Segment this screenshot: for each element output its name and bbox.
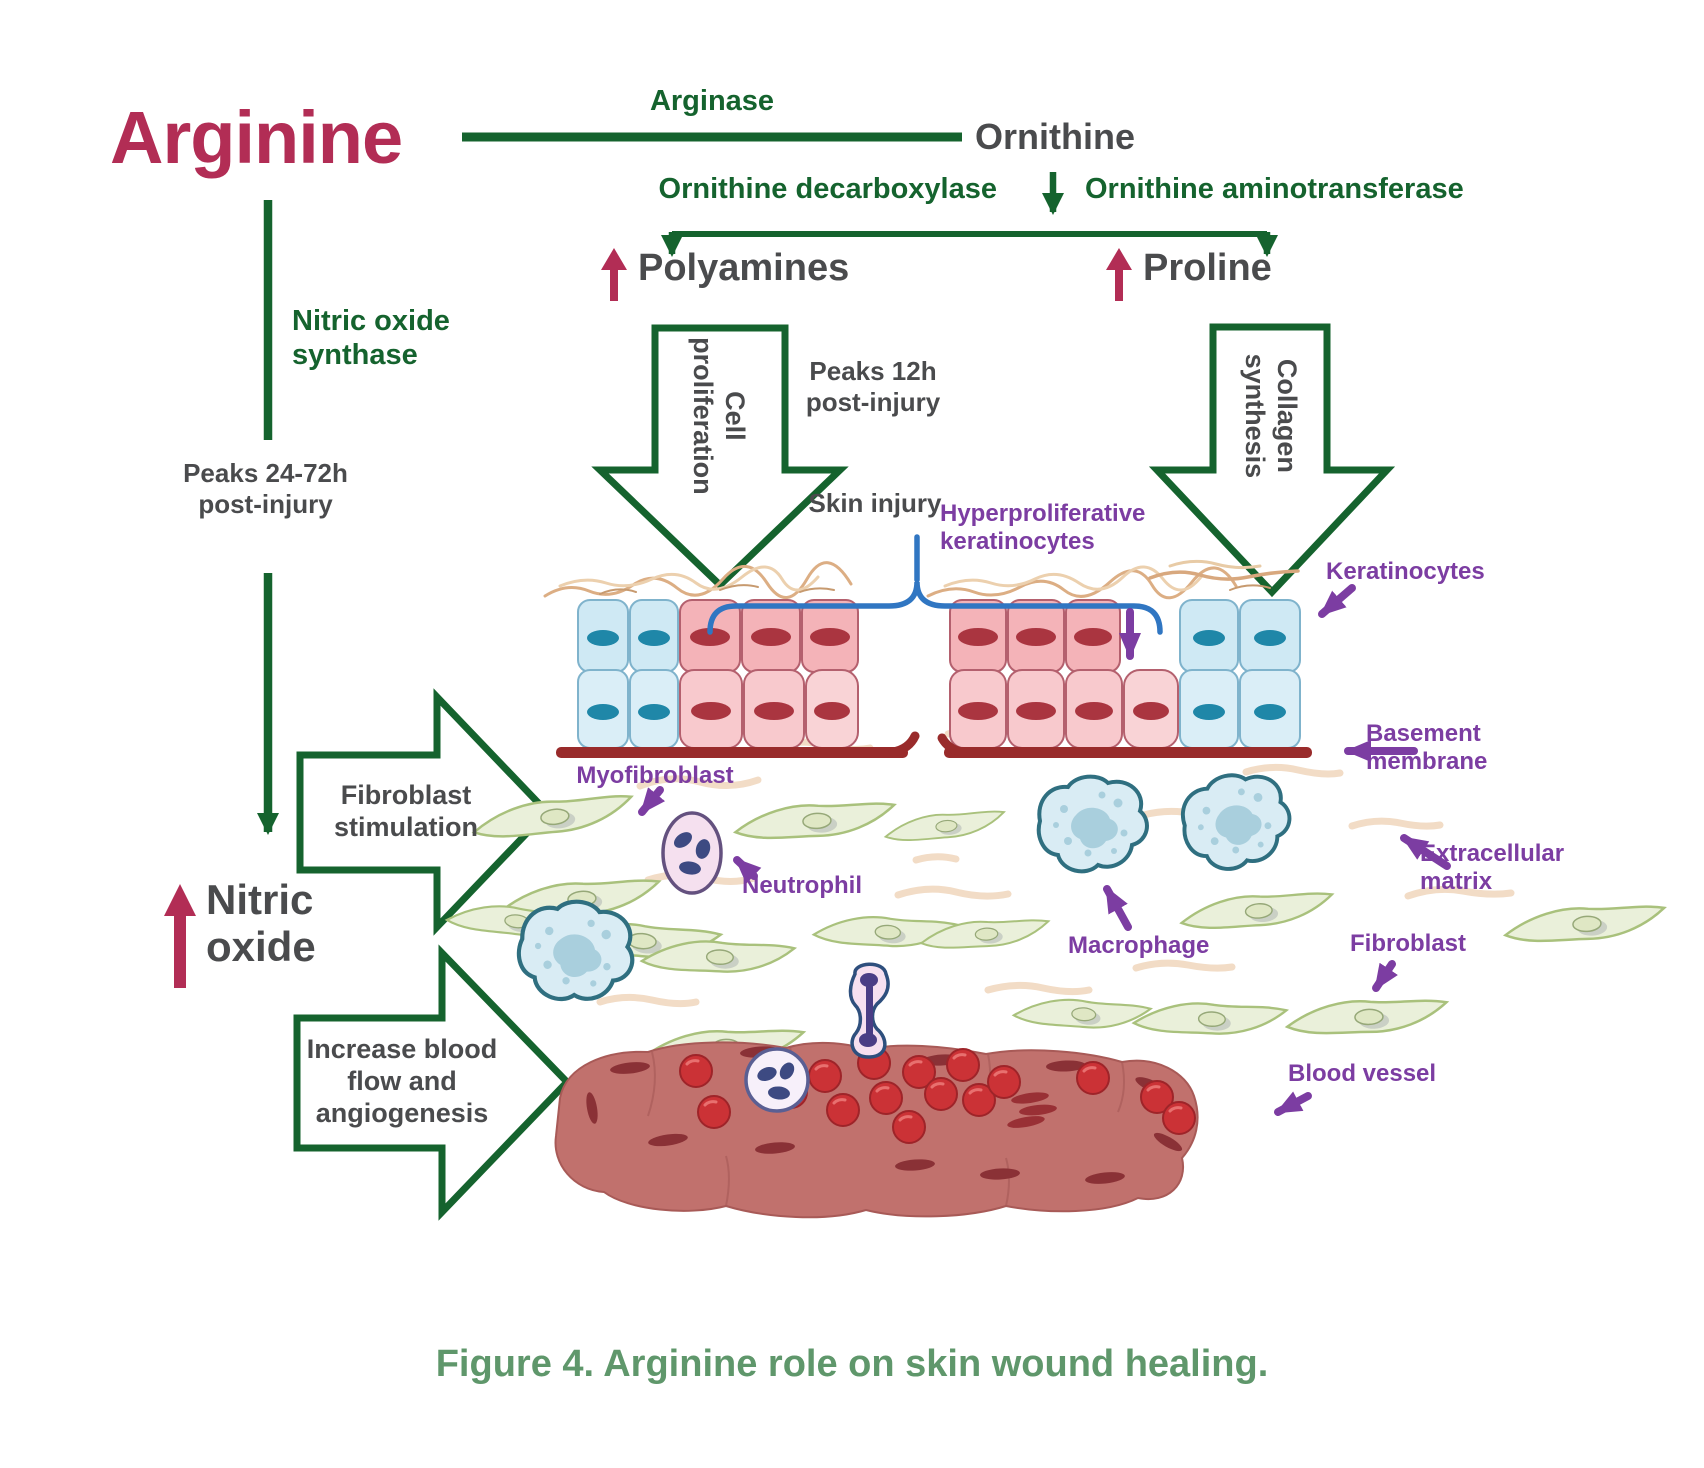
keratinocytes-label: Keratinocytes xyxy=(1326,558,1485,585)
collagen-synthesis-arrow xyxy=(1148,323,1396,598)
extracellular-matrix-arrow xyxy=(1400,834,1451,870)
ornithine-label: Ornithine xyxy=(975,116,1135,157)
blood-vessel-arrow xyxy=(1274,1091,1312,1116)
fibroblast-stimulation-arrow xyxy=(296,688,552,936)
stratum-corneum-right xyxy=(926,559,1300,600)
extravasating-neutrophil xyxy=(848,962,890,1059)
basement-membrane-left xyxy=(556,747,908,758)
cell-proliferation-arrow xyxy=(591,324,849,590)
fibroblast-label: Fibroblast xyxy=(1350,930,1467,957)
outcome-arrows xyxy=(293,323,1396,1221)
rouleaux-stack xyxy=(1007,1092,1057,1128)
macrophage-label: Macrophage xyxy=(1068,932,1210,959)
ornithine-decarboxylase-label: Ornithine decarboxylase xyxy=(658,173,997,205)
basement-membrane-right xyxy=(944,747,1312,758)
neutrophil-arrow xyxy=(733,856,762,884)
pathway-connectors xyxy=(257,132,1278,835)
basement-membrane-label: Basement membrane xyxy=(1366,720,1488,776)
fibroblast-stimulation-label: Fibroblast stimulation xyxy=(333,780,478,842)
skin-injury-label: Skin injury xyxy=(808,488,942,518)
cell-proliferation-line2: proliferation xyxy=(688,337,718,495)
macrophage-arrow xyxy=(1103,885,1132,931)
myofibroblast-label: Myofibroblast xyxy=(576,762,734,789)
peaks-24-72h-label: Peaks 24-72h post-injury xyxy=(183,458,348,519)
skin-illustration xyxy=(445,534,1667,1219)
polyamines-label: Polyamines xyxy=(638,247,850,289)
keratinocytes-arrow xyxy=(1318,584,1356,618)
epidermis-left xyxy=(543,561,920,758)
collagen-synthesis-label: Collagen synthesis xyxy=(1238,266,1302,566)
blood-vessel-graphic xyxy=(554,962,1199,1219)
proline-label: Proline xyxy=(1143,247,1272,289)
collagen-synthesis-line1: Collagen xyxy=(1271,358,1302,473)
ornithine-aminotransferase-label: Ornithine aminotransferase xyxy=(1085,173,1464,205)
nitric-oxide-synthase-label: Nitric oxide synthase xyxy=(292,305,450,372)
cell-proliferation-label: Cell proliferation xyxy=(686,266,750,566)
up-arrow-icons xyxy=(164,248,1132,988)
stratum-corneum-left xyxy=(543,561,853,600)
epidermis-right xyxy=(926,559,1312,758)
blood-vessel-label: Blood vessel xyxy=(1288,1060,1437,1087)
peaks-12h-label: Peaks 12h post-injury xyxy=(805,356,941,417)
arginine-label: Arginine xyxy=(110,96,403,179)
neutrophil-label: Neutrophil xyxy=(742,872,862,899)
increase-blood-flow-arrow xyxy=(293,944,572,1221)
extracellular-matrix-label: Extracellular matrix xyxy=(1420,840,1565,896)
cell-proliferation-line1: Cell xyxy=(719,391,750,441)
nitric-oxide-label: Nitric oxide xyxy=(206,876,316,971)
arginase-label: Arginase xyxy=(649,85,775,117)
increase-blood-flow-label: Increase blood flow and angiogenesis xyxy=(306,1034,498,1128)
neutrophil-cell xyxy=(661,811,723,895)
myofibroblast-arrow xyxy=(638,786,666,816)
hyperproliferative-keratinocytes-label: Hyperproliferative keratinocytes xyxy=(940,500,1146,556)
figure-caption: Figure 4. Arginine role on skin wound he… xyxy=(435,1343,1269,1385)
vessel-neutrophil-cell xyxy=(744,1047,810,1113)
proline-up-arrow-icon xyxy=(1106,248,1132,301)
nitric-oxide-up-arrow-icon xyxy=(164,884,196,988)
polyamines-up-arrow-icon xyxy=(601,248,627,301)
annotation-arrows xyxy=(638,584,1451,1116)
fibroblast-arrow xyxy=(1372,960,1398,992)
collagen-synthesis-line2: synthesis xyxy=(1240,353,1270,479)
skin-injury-brace xyxy=(707,534,1163,635)
